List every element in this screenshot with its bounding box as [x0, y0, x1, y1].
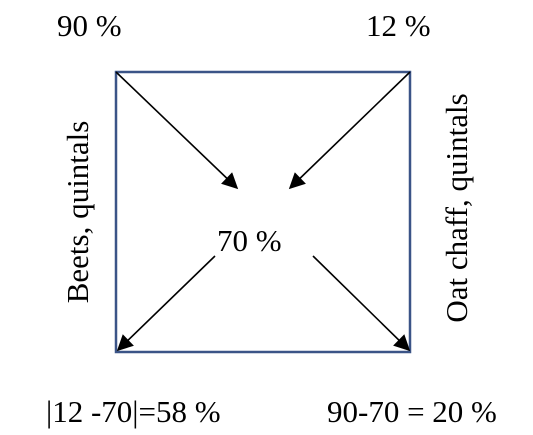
bottom-right-result: 90-70 = 20 %	[327, 394, 497, 429]
left-side-label: Beets, quintals	[60, 121, 95, 304]
center-percent: 70 %	[217, 223, 282, 258]
right-side-label: Oat chaff, quintals	[439, 93, 474, 322]
bottom-left-result: |12 -70|=58 %	[46, 394, 221, 429]
arrow-top-left-to-center	[115, 71, 239, 190]
arrow-top-right-to-center	[288, 71, 411, 190]
top-right-percent: 12 %	[366, 8, 431, 43]
arrow-center-to-bottom-left	[116, 255, 216, 352]
square-frame	[114, 70, 412, 354]
top-left-percent: 90 %	[57, 8, 122, 43]
arrow-center-to-bottom-right	[312, 255, 411, 352]
